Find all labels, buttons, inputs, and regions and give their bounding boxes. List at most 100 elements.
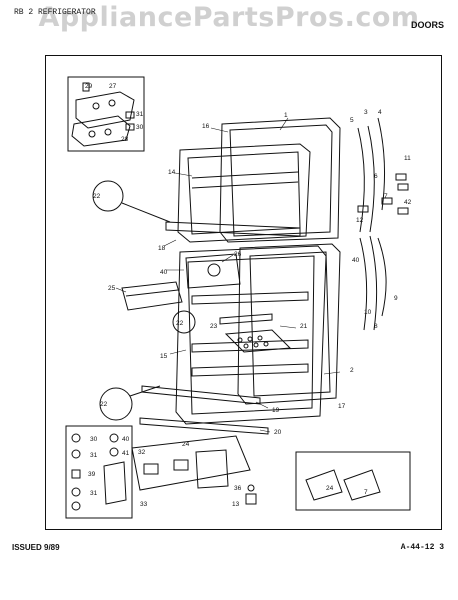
bushing-36 — [71, 469, 81, 479]
section-title: DOORS — [410, 20, 444, 30]
inset-hinge-box — [67, 76, 145, 152]
label-16: 16 — [202, 123, 210, 130]
watermark: AppliancePartsPros.com — [38, 2, 420, 33]
label-22-upper: 22 — [93, 193, 101, 200]
hinge-bracket — [75, 91, 135, 129]
hinge-bracket-34 — [195, 449, 229, 489]
label-28: 28 — [121, 136, 129, 143]
handle-cap-11 — [395, 173, 407, 181]
callout-22-lower — [99, 387, 133, 421]
label-9: 9 — [394, 295, 398, 302]
label-31c: 31 — [90, 490, 98, 497]
label-31: 31 — [136, 111, 144, 118]
dairy-compartment — [185, 253, 241, 289]
label-30: 30 — [136, 124, 144, 131]
label-18: 18 — [158, 245, 166, 252]
freezer-shelf — [191, 171, 299, 179]
label-27: 27 — [109, 83, 117, 90]
label-6: 6 — [374, 173, 378, 180]
fresh-door-gasket — [237, 243, 341, 405]
label-12: 12 — [356, 217, 364, 224]
label-8: 8 — [374, 323, 378, 330]
label-19: 19 — [272, 407, 280, 414]
callout-22-middle — [172, 310, 196, 334]
label-4: 4 — [378, 109, 382, 116]
shelf-bar-20 — [139, 417, 269, 435]
label-31b: 31 — [90, 452, 98, 459]
hinge-plate — [71, 115, 131, 147]
label-40b: 40 — [160, 269, 168, 276]
inset-covers-box — [295, 451, 411, 511]
door-shelf-middle — [191, 339, 309, 353]
label-11: 11 — [404, 155, 411, 162]
freezer-door-liner — [177, 143, 311, 243]
nut-31 — [71, 449, 81, 459]
label-17: 17 — [338, 403, 346, 410]
label-29: 29 — [85, 83, 93, 90]
issued-date: ISSUED 9/89 — [12, 543, 60, 552]
handle-cap-12 — [357, 205, 369, 213]
handle-upper — [357, 127, 365, 233]
freezer-door-gasket — [219, 117, 341, 243]
lower-hinge-plate — [131, 435, 251, 491]
handle-cover-7 — [343, 469, 381, 501]
washer-30 — [71, 433, 81, 443]
label-24: 24 — [182, 441, 190, 448]
label-36: 36 — [234, 485, 242, 492]
label-15: 15 — [160, 353, 168, 360]
washer-36b — [247, 484, 255, 492]
label-39: 39 — [88, 471, 96, 478]
freezer-door-outer — [229, 124, 333, 237]
label-33: 33 — [140, 501, 148, 508]
label-3: 3 — [364, 109, 368, 116]
label-30b: 30 — [90, 436, 98, 443]
fresh-door-outer — [249, 251, 331, 397]
label-7b: 7 — [364, 489, 368, 496]
egg-tray — [224, 329, 292, 353]
label-21: 21 — [300, 323, 308, 330]
label-40: 40 — [352, 257, 360, 264]
door-divider-bar — [165, 221, 301, 237]
label-40c: 40 — [122, 436, 130, 443]
label-32: 32 — [138, 449, 146, 456]
label-20: 20 — [274, 429, 282, 436]
label-14: 14 — [168, 169, 176, 176]
bottle-bin — [121, 281, 183, 311]
label-22-middle: 22 — [176, 320, 184, 327]
label-41: 41 — [122, 450, 130, 457]
handle-cap-42 — [397, 207, 409, 215]
model-text: RB 2 REFRIGERATOR — [14, 8, 96, 17]
label-1: 1 — [284, 112, 288, 119]
label-26: 26 — [234, 251, 242, 258]
handle-trim-lower — [377, 237, 387, 317]
label-10: 10 — [364, 309, 372, 316]
label-24b: 24 — [326, 485, 334, 492]
diagram-code: A-44-12 3 — [400, 543, 444, 552]
hinge-bushing — [125, 111, 135, 119]
handle-cover-6 — [305, 469, 343, 501]
label-25: 25 — [108, 285, 116, 292]
label-7: 7 — [384, 193, 388, 200]
label-22-lower: 22 — [100, 401, 108, 408]
door-shelf-upper — [191, 291, 309, 305]
shelf-bar-21 — [219, 313, 273, 325]
label-23: 23 — [210, 323, 218, 330]
diagram-frame — [45, 55, 442, 530]
shelf-bar-19 — [141, 385, 261, 405]
hinge-screw — [92, 102, 100, 110]
hinge-pin — [82, 82, 90, 92]
plug-13 — [245, 493, 257, 505]
callout-22-upper — [92, 180, 124, 212]
label-5: 5 — [350, 117, 354, 124]
handle-lower — [359, 237, 368, 331]
label-13: 13 — [232, 501, 240, 508]
label-2: 2 — [350, 367, 354, 374]
fresh-door-liner — [175, 245, 327, 425]
hardware-box — [65, 425, 133, 519]
screw-40 — [109, 433, 119, 443]
door-shelf-lower — [191, 363, 309, 377]
hinge-lower-bracket — [103, 461, 127, 505]
handle-trim-upper — [377, 117, 386, 211]
label-42: 42 — [404, 199, 412, 206]
